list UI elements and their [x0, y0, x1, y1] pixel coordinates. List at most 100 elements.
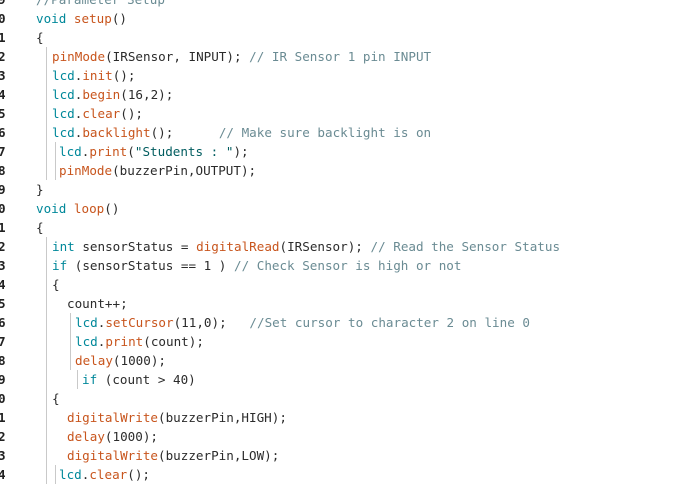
line-number: 0 — [0, 391, 6, 406]
indent-guide — [46, 237, 47, 484]
code-token: void — [36, 201, 74, 216]
code-token: { — [52, 391, 60, 406]
code-text: lcd.print("Students : "); — [59, 142, 249, 161]
line-number: 3 — [0, 448, 6, 463]
indent-guide — [77, 370, 78, 389]
code-text: lcd.print(count); — [75, 332, 204, 351]
code-line[interactable]: 3 lcd.init(); — [0, 66, 696, 85]
code-line[interactable]: 1{ — [0, 218, 696, 237]
code-token: { — [36, 220, 44, 235]
code-line[interactable]: 1{ — [0, 28, 696, 47]
line-number: 1 — [0, 220, 6, 235]
code-text: { — [36, 218, 44, 237]
code-token: (buzzerPin,OUTPUT); — [112, 163, 257, 178]
line-number: 1 — [0, 410, 6, 425]
code-line[interactable]: 3 if (sensorStatus == 1 ) // Check Sensor… — [0, 256, 696, 275]
code-text: lcd.setCursor(11,0); //Set cursor to cha… — [75, 313, 530, 332]
code-line[interactable]: 4{ — [0, 275, 696, 294]
code-text: void loop() — [36, 199, 119, 218]
code-token: backlight — [82, 125, 151, 140]
code-token: (1000); — [112, 353, 166, 368]
code-token: (buzzerPin,LOW); — [158, 448, 280, 463]
code-line[interactable]: 9//Parameter Setup — [0, 0, 696, 9]
code-line[interactable]: 5 lcd.clear(); — [0, 104, 696, 123]
code-line[interactable]: 2 pinMode(IRSensor, INPUT); // IR Sensor … — [0, 47, 696, 66]
line-number: 7 — [0, 144, 6, 159]
code-text: int sensorStatus = digitalRead(IRSensor)… — [52, 237, 560, 256]
code-token: (buzzerPin,HIGH); — [158, 410, 287, 425]
code-token: (); — [112, 68, 136, 83]
line-number: 3 — [0, 68, 6, 83]
line-number: 3 — [0, 258, 6, 273]
line-number: 4 — [0, 87, 6, 102]
code-text: if (count > 40) — [82, 370, 196, 389]
code-token: // Make sure backlight is on — [218, 125, 432, 140]
code-token: sensorStatus = — [82, 239, 197, 254]
code-line[interactable]: 9} — [0, 180, 696, 199]
code-text: { — [52, 389, 60, 408]
code-text: if (sensorStatus == 1 ) // Check Sensor … — [52, 256, 461, 275]
code-token: lcd — [59, 144, 82, 159]
indent-guide — [55, 465, 56, 484]
line-number: 7 — [0, 334, 6, 349]
indent-guide — [70, 313, 71, 370]
code-text: //Parameter Setup — [36, 0, 165, 9]
code-token: { — [52, 277, 60, 292]
line-number: 5 — [0, 106, 6, 121]
code-token: // IR Sensor 1 pin INPUT — [249, 49, 432, 64]
code-token: print — [89, 144, 128, 159]
code-text: } — [36, 180, 44, 199]
code-token: init — [82, 68, 113, 83]
code-token: . — [74, 68, 83, 83]
code-token: if — [82, 372, 105, 387]
code-token: ); — [233, 144, 249, 159]
code-text: delay(1000); — [75, 351, 166, 370]
code-token: (); — [120, 106, 144, 121]
line-number: 2 — [0, 49, 6, 64]
code-token: . — [81, 144, 90, 159]
code-text: lcd.clear(); — [52, 104, 143, 123]
code-token: } — [36, 182, 44, 197]
code-token: lcd — [75, 334, 98, 349]
line-number: 9 — [0, 182, 6, 197]
code-line[interactable]: 1 digitalWrite(buzzerPin,HIGH); — [0, 408, 696, 427]
code-token: //Parameter Setup — [36, 0, 165, 7]
code-token: delay — [75, 353, 113, 368]
code-text: pinMode(IRSensor, INPUT); // IR Sensor 1… — [52, 47, 431, 66]
code-token: setCursor — [105, 315, 174, 330]
code-token: clear — [82, 106, 121, 121]
code-text: lcd.init(); — [52, 66, 135, 85]
code-line[interactable]: 7 lcd.print("Students : "); — [0, 142, 696, 161]
code-text: lcd.backlight(); // Make sure backlight … — [52, 123, 431, 142]
code-token: "Students : " — [134, 144, 234, 159]
code-token: lcd — [52, 125, 75, 140]
code-token: (IRSensor); — [279, 239, 371, 254]
code-text: digitalWrite(buzzerPin,HIGH); — [67, 408, 287, 427]
code-token: loop — [73, 201, 105, 216]
code-token: (count > 40) — [104, 372, 196, 387]
code-token: lcd — [75, 315, 98, 330]
code-token: //Set cursor to character 2 on line 0 — [249, 315, 530, 330]
code-token: . — [74, 125, 83, 140]
code-token: pinMode — [52, 49, 106, 64]
code-line[interactable]: 7 lcd.print(count); — [0, 332, 696, 351]
code-token: (sensorStatus == 1 ) — [74, 258, 234, 273]
code-token: print — [105, 334, 144, 349]
code-token: ( — [127, 144, 135, 159]
code-line[interactable]: 0{ — [0, 389, 696, 408]
code-text: lcd.clear(); — [59, 465, 150, 484]
